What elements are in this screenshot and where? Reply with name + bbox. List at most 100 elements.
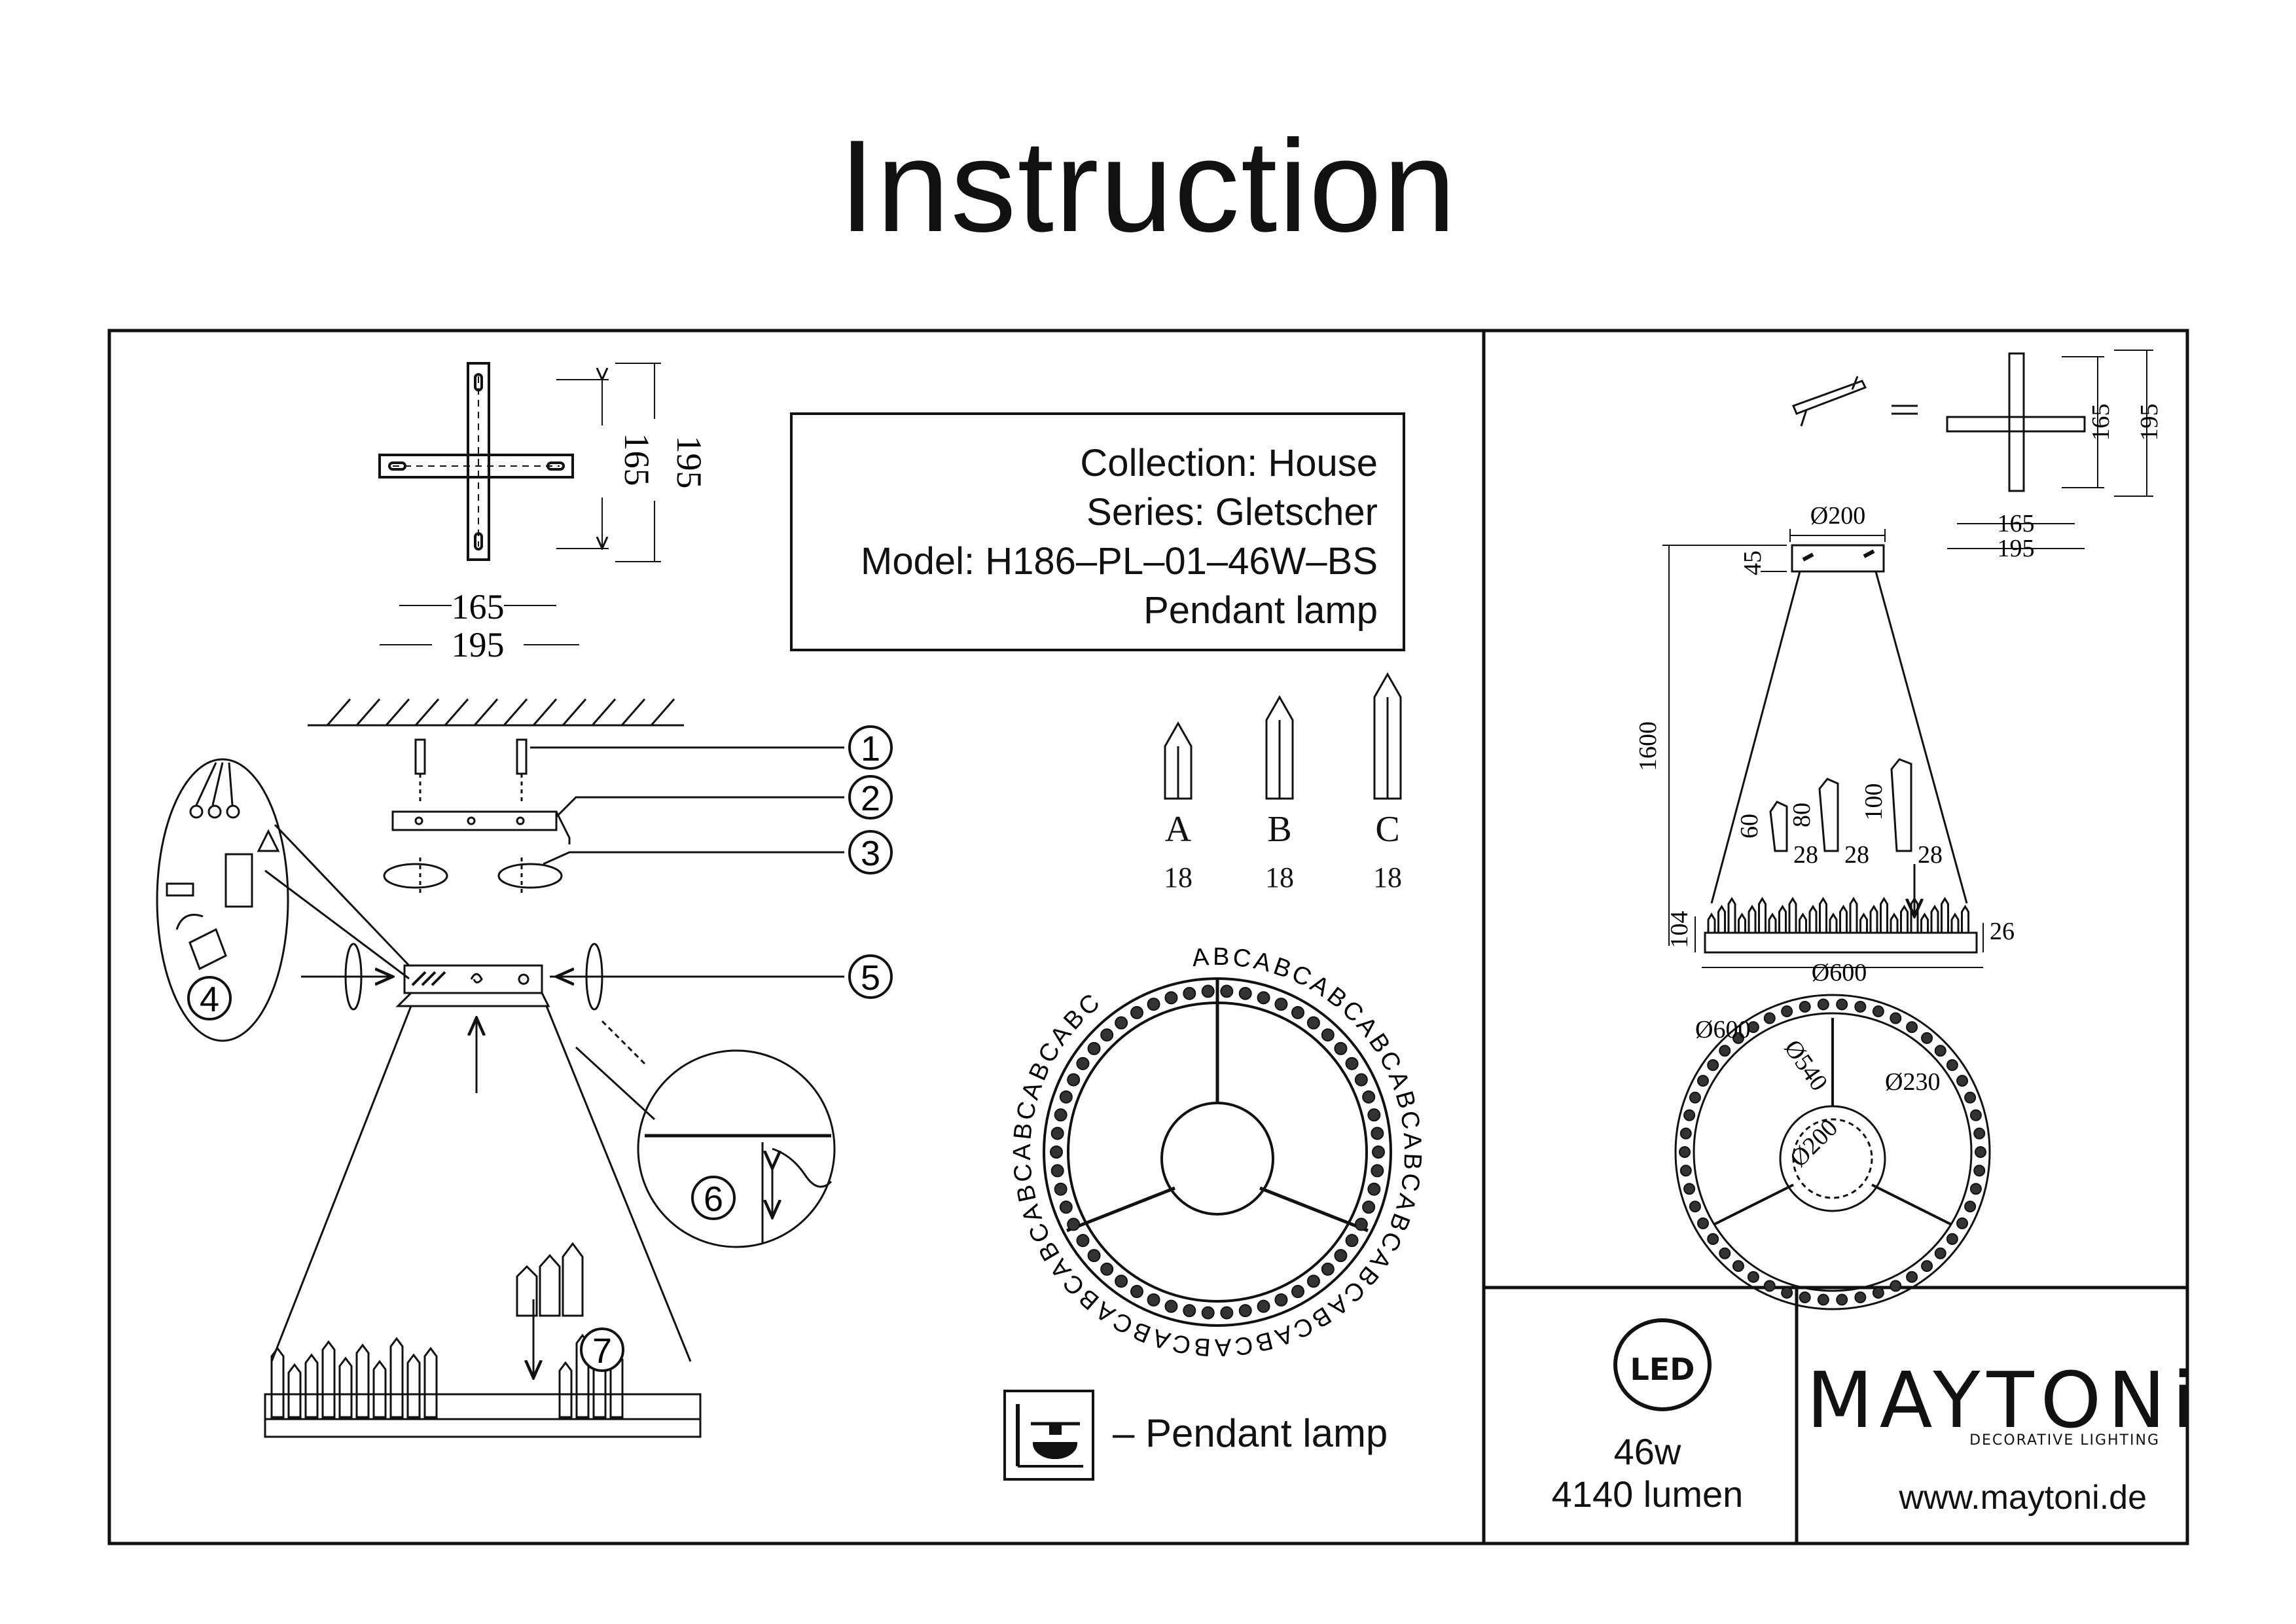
ring-bead [1973, 1127, 1986, 1140]
ring-bead [1890, 1012, 1902, 1024]
total-height-dim: 1600 [1634, 721, 1662, 771]
crystal-shape [1900, 905, 1909, 934]
pendant-legend-label: – Pendant lamp [1113, 1411, 1388, 1455]
ring-bead [1906, 1271, 1918, 1283]
ring-bead [1817, 1293, 1829, 1306]
crystal-b-height-dim: 80 [1788, 803, 1816, 827]
ring-bead [1934, 1247, 1946, 1259]
ring-letter: B [1193, 1332, 1212, 1361]
step-7-label: 7 [592, 1331, 612, 1371]
ring-bead [1781, 1286, 1793, 1299]
ring-bead [1345, 1056, 1359, 1070]
ring-height-dim: 104 [1666, 911, 1693, 948]
ring-bead [1973, 1164, 1986, 1177]
ring-bead [1679, 1146, 1691, 1158]
ring-bead [1164, 1299, 1178, 1313]
crystal-shape [1839, 905, 1848, 934]
ring-bead [1257, 1299, 1270, 1313]
ring-letter: B [1253, 1326, 1276, 1357]
crystal-b-letter: B [1267, 809, 1292, 850]
right-lamp-elevation [1662, 529, 1984, 968]
ring-bead [1147, 1293, 1160, 1307]
adjust-detail [575, 1020, 836, 1248]
lumen-rating: 4140 lumen [1551, 1473, 1744, 1515]
ring-bead [1921, 1260, 1933, 1272]
ring-bead [1050, 1164, 1064, 1178]
ring-bead [1969, 1109, 1982, 1121]
ring-bead [1367, 1108, 1381, 1122]
ring-bead [1274, 1293, 1288, 1307]
ring-letter: B [1213, 943, 1230, 971]
crystal-shape [1758, 897, 1767, 934]
ring-bead [1367, 1182, 1381, 1196]
ring-bead [1087, 1041, 1101, 1055]
ring-bead [1872, 1286, 1884, 1299]
crystal-c-width-dim: 28 [1918, 841, 1943, 869]
crystal-shape [1778, 905, 1787, 934]
ring-bead [1799, 1001, 1811, 1013]
ring-bead [1130, 1285, 1143, 1299]
crystal-shape [287, 1363, 302, 1418]
ring-bead [1906, 1021, 1918, 1034]
ring-bead [1334, 1041, 1348, 1055]
ring-bead [1975, 1146, 1986, 1158]
ring-bead [1076, 1234, 1090, 1248]
crystal-shape [338, 1356, 353, 1418]
right-plate-dim-195-vertical: 195 [2136, 404, 2163, 441]
collection-label: Collection: House [1080, 442, 1378, 484]
ring-bead [1067, 1218, 1081, 1231]
ring-bead [1164, 991, 1178, 1005]
ring-bead [1854, 1001, 1867, 1013]
ring-bead [1054, 1108, 1067, 1122]
canopy-diameter-dim: Ø200 [1810, 502, 1865, 530]
ring-letter: C [1395, 1171, 1426, 1193]
ring-bead [1817, 998, 1829, 1011]
ring-letter: C [1170, 1329, 1193, 1359]
ring-bead [1763, 1280, 1776, 1292]
ring-bead [1763, 1012, 1776, 1024]
canopy-height-dim: 45 [1739, 550, 1767, 575]
ring-bead [1321, 1028, 1335, 1042]
website-link[interactable]: www.maytoni.de [1899, 1479, 2147, 1517]
crystal-shape [355, 1343, 370, 1418]
ring-bead [1238, 986, 1252, 1000]
ring-bead [1201, 984, 1215, 998]
crystal-shape [1819, 897, 1827, 934]
brand-logo: MAYTONi [1806, 1355, 2200, 1445]
crystal-shape [1748, 905, 1757, 934]
crystal-shape [1829, 912, 1838, 934]
ring-bead [1050, 1127, 1064, 1140]
ring-bead [1964, 1091, 1977, 1104]
crystal-c-height-dim: 100 [1860, 784, 1888, 821]
ring-letter: C [1233, 1331, 1255, 1360]
mount-plate-drawing [378, 362, 661, 645]
ring-letter: A [1251, 947, 1274, 978]
ring-letter: A [1009, 1144, 1036, 1161]
ring-letter: B [1398, 1153, 1426, 1170]
ring-bead [1054, 1182, 1067, 1196]
ring-bead [1890, 1280, 1902, 1292]
crystal-shape [1859, 912, 1868, 934]
ring-bead [1732, 1032, 1744, 1044]
ring-bead [1719, 1045, 1731, 1057]
ring-letter: C [1231, 944, 1253, 973]
ring-bead [1747, 1021, 1759, 1034]
ring-bead [1371, 1127, 1384, 1140]
canopy [270, 943, 844, 1362]
ring-bead [1747, 1271, 1759, 1283]
ring-bead [1946, 1059, 1958, 1072]
crystal-shape [1890, 912, 1899, 934]
right-ring-top-view [1674, 994, 1991, 1310]
crystal-shape [1941, 897, 1949, 934]
ring-bead [1201, 1306, 1215, 1320]
crystal-shape [1727, 897, 1736, 934]
product-info-box: Collection: House Series: Gletscher Mode… [790, 412, 1405, 651]
right-plate-dim-165-vertical: 165 [2087, 404, 2115, 441]
ring-bead [1799, 1291, 1811, 1303]
ring-bead [1115, 1016, 1128, 1030]
ring-bead [1354, 1218, 1368, 1231]
ring-bead [1854, 1291, 1867, 1303]
ring-bead [1689, 1200, 1701, 1213]
step-5-label: 5 [861, 958, 880, 998]
led-badge-label: LED [1630, 1352, 1695, 1387]
